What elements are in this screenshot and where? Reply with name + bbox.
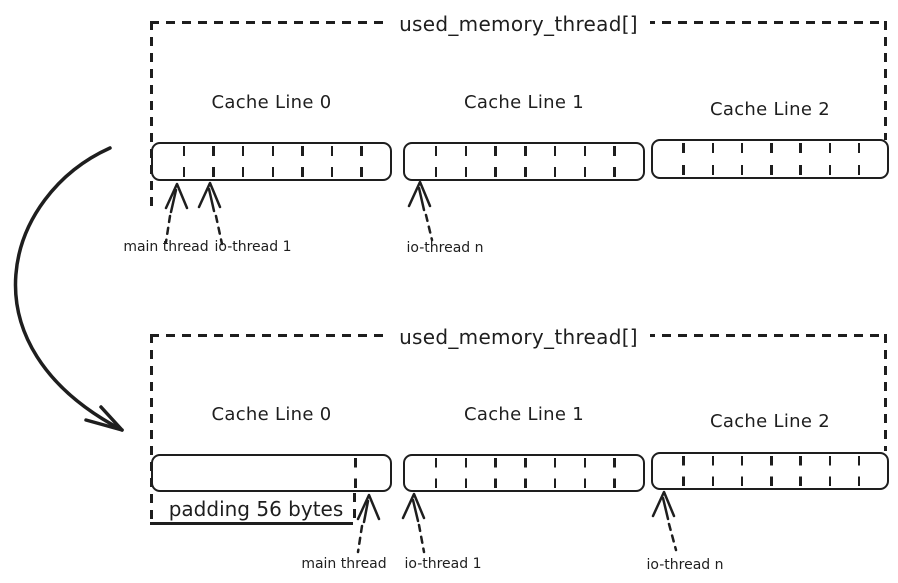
cache-line-0-box xyxy=(151,142,392,181)
pointer-arrow-io-thread-n-bottom xyxy=(651,490,678,552)
cache-line-1-box xyxy=(403,142,645,181)
main-thread-label: main thread xyxy=(301,556,387,572)
cache-line-2-label: Cache Line 2 xyxy=(710,411,830,432)
pointer-arrow-main-thread-bottom xyxy=(356,493,381,554)
pointer-arrow-io-thread-1-top xyxy=(197,181,224,246)
io-thread-1-label: io-thread 1 xyxy=(404,556,482,572)
array-boundary-right-line xyxy=(884,334,887,451)
io-thread-1-label: io-thread 1 xyxy=(214,239,292,255)
pointer-arrow-main-thread-top xyxy=(164,182,189,244)
padding-underline xyxy=(150,522,353,525)
cache-line-2-label: Cache Line 2 xyxy=(710,99,830,120)
array-boundary-left-line xyxy=(150,21,153,209)
pointer-arrow-io-thread-1-bottom xyxy=(401,492,426,554)
cache-line-1-label: Cache Line 1 xyxy=(464,404,584,425)
main-thread-label: main thread xyxy=(123,239,209,255)
padding-boundary-dash xyxy=(353,493,356,524)
cache-line-2-box xyxy=(651,139,889,179)
transform-arrow xyxy=(13,146,124,432)
array-boundary-left-line xyxy=(150,334,153,524)
cache-line-1-label: Cache Line 1 xyxy=(464,92,584,113)
cache-line-0-box-padded xyxy=(151,454,392,492)
cache-line-0-label: Cache Line 0 xyxy=(211,404,332,425)
array-title: used_memory_thread[] xyxy=(150,325,887,349)
io-thread-n-label: io-thread n xyxy=(646,557,724,573)
cache-line-0-label: Cache Line 0 xyxy=(211,92,332,113)
array-title: used_memory_thread[] xyxy=(150,12,887,36)
padding-size-label: padding 56 bytes xyxy=(168,497,344,521)
cache-line-2-box xyxy=(651,452,889,490)
io-thread-n-label: io-thread n xyxy=(406,240,484,256)
pointer-arrow-io-thread-n-top xyxy=(407,180,434,242)
array-boundary-right-line xyxy=(884,21,887,140)
cache-line-1-box xyxy=(403,454,645,492)
